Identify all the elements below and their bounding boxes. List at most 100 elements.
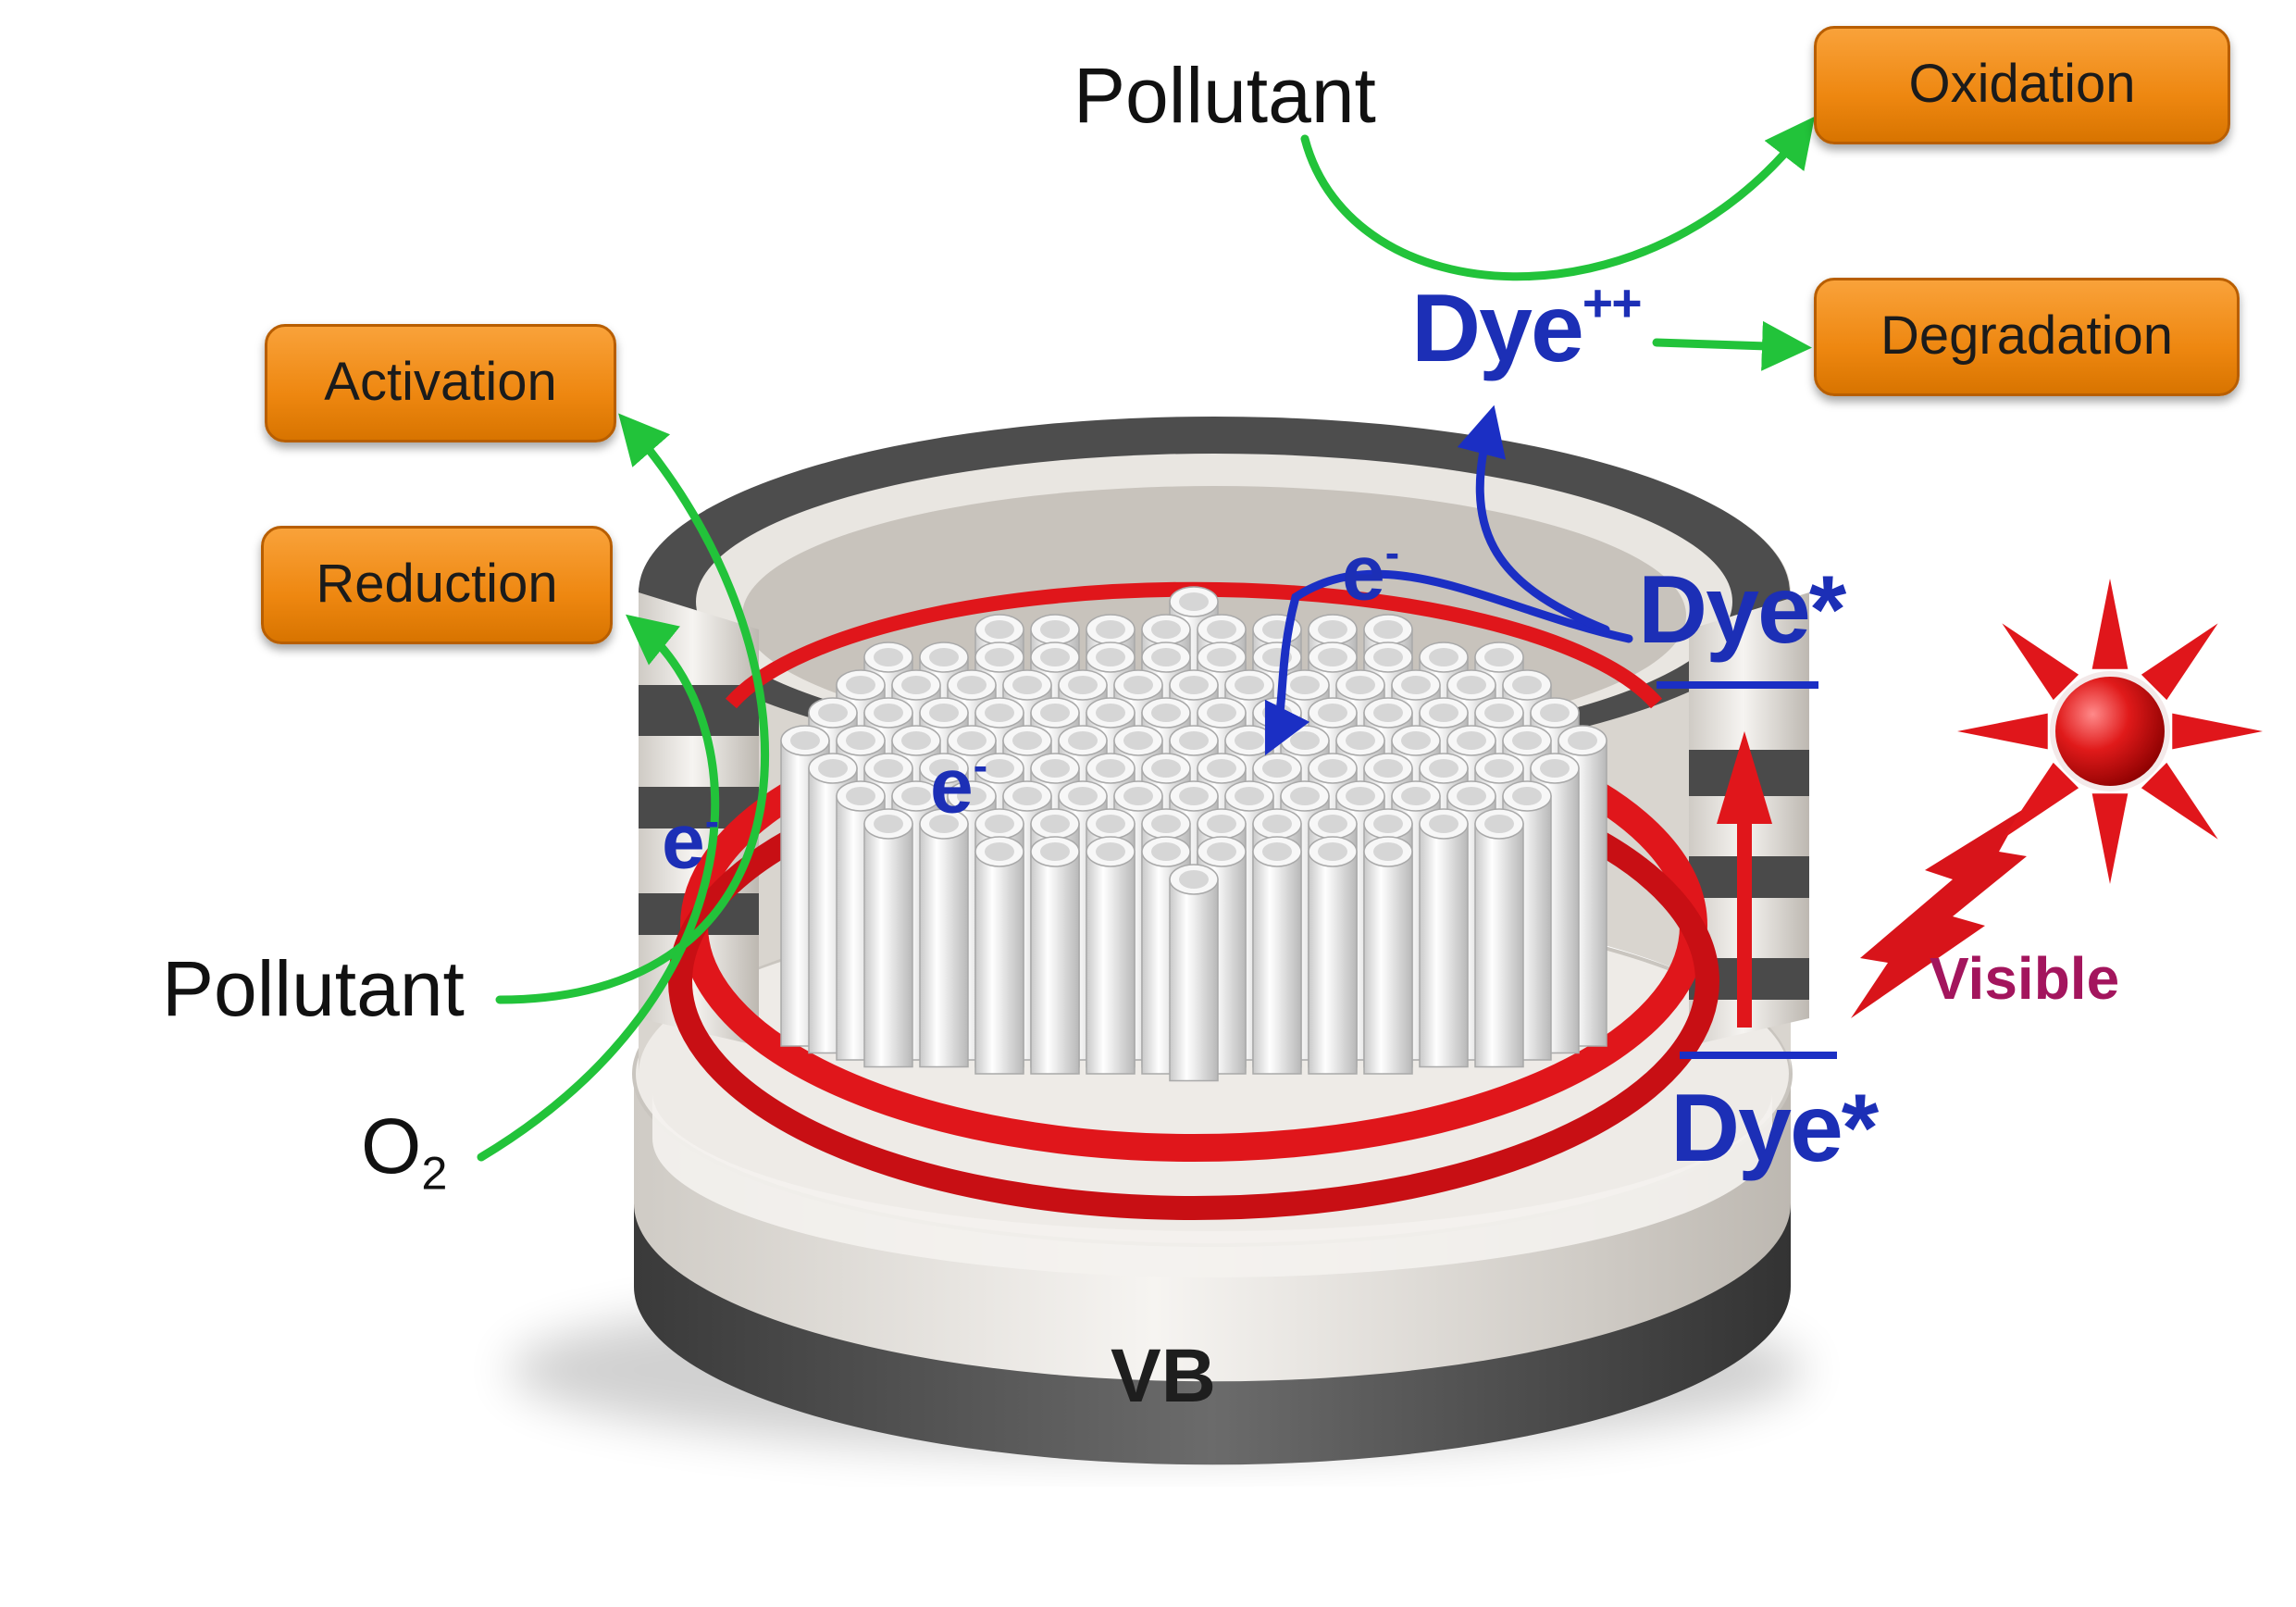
nanotube (1086, 851, 1136, 1075)
green-arrows (477, 116, 1816, 1162)
dye-plus-label: Dye++ (1411, 273, 1643, 384)
electron-sup: - (1384, 529, 1400, 577)
nanotube-opening (1151, 648, 1181, 666)
nanotube-opening (1318, 842, 1347, 861)
nanotube-opening (1179, 870, 1209, 889)
nanotube (1308, 851, 1358, 1075)
nanotube-opening (1290, 676, 1320, 694)
nanotube-opening (1429, 648, 1458, 666)
nanotube (1169, 878, 1219, 1082)
nanotube-opening (1179, 592, 1209, 611)
nanotube-opening (1123, 731, 1153, 750)
nanotube-opening (1179, 676, 1209, 694)
nanotube-opening (1401, 676, 1431, 694)
nanotube-opening (1179, 731, 1209, 750)
nanotube-opening (901, 731, 931, 750)
nanotube-opening (1151, 759, 1181, 778)
nanotube-opening (874, 648, 903, 666)
pollutant-label-left: Pollutant (162, 945, 465, 1032)
nanotube-opening (846, 676, 875, 694)
dye-to-degradation-arrow (1652, 320, 1812, 371)
nanotube-opening (985, 842, 1014, 861)
nanotube-opening (1290, 731, 1320, 750)
nanotube-opening (1373, 704, 1403, 722)
nanotube-opening (1179, 787, 1209, 805)
nanotube-opening (957, 731, 987, 750)
nanotube-opening (846, 731, 875, 750)
o2-to-reduction-arrow (477, 614, 720, 1162)
dye-energy-levels (1657, 681, 1837, 1059)
nanotube (1474, 823, 1524, 1068)
o2-label: O2 (361, 1102, 447, 1201)
nanotube-opening (1235, 787, 1264, 805)
lightning-bolt-icon (1851, 810, 2027, 1018)
dye-star-upper-label: Dye* (1638, 556, 1846, 664)
nanotube-opening (846, 787, 875, 805)
nanotube (1030, 851, 1080, 1075)
nanotube-opening (985, 704, 1014, 722)
nanotube-opening (985, 815, 1014, 833)
nanotube-opening (1040, 648, 1070, 666)
nanotube-opening (790, 731, 820, 750)
nanotube-opening (901, 676, 931, 694)
nanotube-opening (1318, 815, 1347, 833)
nanotube-opening (1429, 815, 1458, 833)
nanotube-opening (874, 704, 903, 722)
electron-injection-arrow (1264, 569, 1633, 756)
pollutant-label-top: Pollutant (1074, 52, 1376, 139)
sun-ray (2002, 623, 2079, 701)
nanotube-opening (874, 815, 903, 833)
nanotube-opening (1457, 787, 1486, 805)
nanotube-opening (1207, 648, 1236, 666)
nanotube-opening (1484, 648, 1514, 666)
activation-box: Activation (265, 324, 616, 442)
nanotube-opening (1262, 815, 1292, 833)
nanotube-opening (957, 787, 987, 805)
nanotube-opening (1040, 759, 1070, 778)
nanotube-opening (1540, 704, 1570, 722)
nanotube-opening (1040, 620, 1070, 639)
nanotube-opening (957, 676, 987, 694)
nanotube-opening (1096, 704, 1125, 722)
nanotube-array (780, 586, 1607, 1082)
electron-label-top: e- (1342, 528, 1399, 618)
nanotube-opening (1123, 676, 1153, 694)
nanotube-opening (1457, 731, 1486, 750)
nanotube-opening (1151, 815, 1181, 833)
nanotube (1252, 851, 1302, 1075)
nanotube-opening (1484, 759, 1514, 778)
nanotube-opening (1373, 620, 1403, 639)
nanotube-opening (1373, 759, 1403, 778)
visible-label: Visible (1930, 945, 2120, 1012)
electron-label-center: e- (930, 741, 987, 831)
dye-plus-main: Dye (1411, 274, 1584, 382)
nanotube (1363, 851, 1413, 1075)
nanotube-opening (985, 759, 1014, 778)
nanotube-opening (1484, 815, 1514, 833)
nanotube-opening (1012, 676, 1042, 694)
nanotube-opening (1484, 704, 1514, 722)
nanotube-opening (985, 648, 1014, 666)
nanotube-opening (985, 620, 1014, 639)
oxidation-box: Oxidation (1814, 26, 2230, 144)
nanotube-opening (818, 759, 848, 778)
nanotube-opening (1096, 648, 1125, 666)
nanotube-opening (1290, 787, 1320, 805)
nanotube-opening (1318, 759, 1347, 778)
nanotube-opening (1318, 648, 1347, 666)
nanotube-opening (1040, 842, 1070, 861)
o2-main: O (361, 1102, 422, 1190)
nanotube-opening (1151, 704, 1181, 722)
nanotube-opening (1373, 815, 1403, 833)
nanotube-opening (1568, 731, 1597, 750)
pollutant-to-activation-arrow (495, 413, 769, 1004)
sun-ray (2141, 623, 2218, 701)
nanotube-opening (1262, 842, 1292, 861)
vb-label: VB (1111, 1334, 1216, 1418)
nanotube-opening (929, 704, 959, 722)
nanotube-opening (1401, 731, 1431, 750)
nanotube-opening (1068, 787, 1098, 805)
base-front-lip (652, 1092, 1772, 1277)
